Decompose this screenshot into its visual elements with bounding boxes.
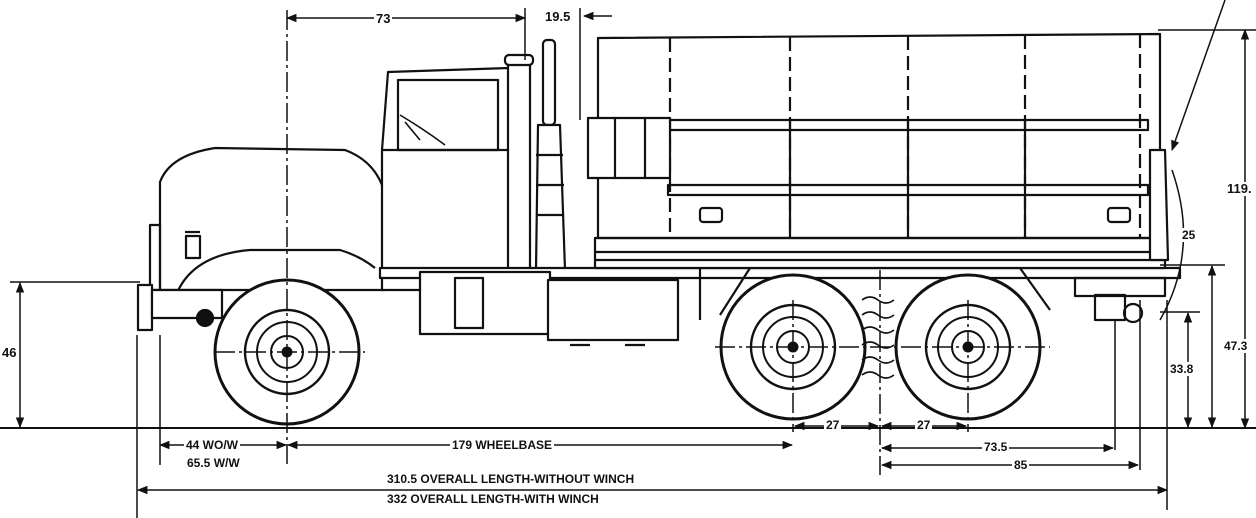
dim-axle-spacing-2: 27 xyxy=(915,418,933,432)
spring-suspension xyxy=(861,296,895,379)
dim-frame-height-rear: 47.3 xyxy=(1222,339,1250,353)
dim-top-offset: 19.5 xyxy=(543,9,573,24)
truck-body xyxy=(136,32,1182,347)
dim-overall-length-without-winch: 310.5 OVERALL LENGTH-WITHOUT WINCH xyxy=(385,472,637,486)
dim-front-overhang-wo-winch: 44 WO/W xyxy=(184,438,241,452)
dim-pintle-height: 33.8 xyxy=(1168,362,1196,376)
dim-overall-length-with-winch: 332 OVERALL LENGTH-WITH WINCH xyxy=(385,492,601,506)
dim-wheelbase: 179 WHEELBASE xyxy=(450,438,555,452)
dimension-lines xyxy=(10,0,1256,518)
dim-rear-2: 85 xyxy=(1012,458,1030,472)
dim-departure-angle: 25 xyxy=(1180,228,1198,242)
dim-rear-1: 73.5 xyxy=(982,440,1010,454)
dim-overall-height: 119. xyxy=(1225,181,1254,196)
dim-axle-spacing-1: 27 xyxy=(824,418,842,432)
dim-front-overhang-w-winch: 65.5 W/W xyxy=(185,456,242,470)
dim-top-cab-width: 73 xyxy=(374,11,393,26)
dim-frame-height-front: 46 xyxy=(0,345,19,360)
